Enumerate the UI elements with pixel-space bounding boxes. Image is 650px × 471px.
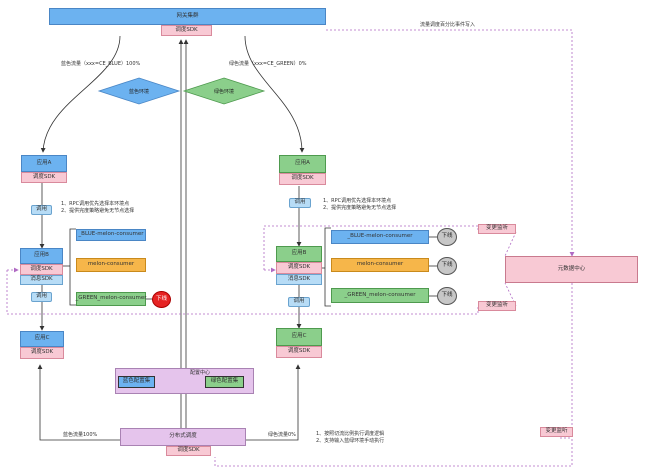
scheduler-note-2: 2、支持输入蓝绿环境手动执行 [316,437,385,444]
green-call-2-label: 调用 [293,298,305,305]
traffic-event-line [326,29,575,257]
blue-config-set[interactable]: 蓝色配置集 [118,376,155,388]
scheduler-sdk: 调度SDK [166,446,211,456]
green-env-label: 绿色环境 [214,89,235,95]
change-listen-2-label: 变更监听 [485,302,508,309]
green-consumer-default-label: melon-consumer [356,261,404,268]
blue-offline-label: 下线 [155,295,167,302]
green-app-a: 应用A [279,155,326,173]
green-offline-label-1: 下线 [441,233,453,240]
green-app-c-sdk: 调度SDK [276,346,322,358]
blue-call-1-label: 调用 [35,206,47,213]
change-listen-2: 变更监听 [478,301,516,311]
blue-notes-1: 1、RPC调用优先选择本环境点 2、提供完度策略避免无节点选择 [61,201,134,215]
blue-app-a-sdk: 调度SDK [21,172,67,183]
blue-app-c-sdk-label: 调度SDK [30,349,54,356]
green-offline-button-2[interactable]: 下线 [437,257,457,275]
green-config-set[interactable]: 绿色配置集 [205,376,244,388]
blue-app-a-label: 应用A [36,159,52,166]
green-app-a-sdk: 调度SDK [279,173,326,185]
change-listen-3-label: 变更监听 [545,428,568,435]
config-center-title: 配置中心 [190,370,211,376]
green-msg-sdk: 消息SDK [276,274,322,285]
blue-consumer-green-label: _GREEN_melon-consumer [75,295,147,302]
green-notes-1: 1、RPC调用优先选择本环境点 2、提供完度策略避免无节点选择 [323,198,396,212]
blue-app-a-sdk-label: 调度SDK [32,173,56,180]
green-app-b-sdk-label: 调度SDK [287,264,311,271]
blue-app-c-label: 应用C [34,335,50,342]
blue-app-b-label: 应用B [34,252,49,259]
change-listen-1-label: 变更监听 [485,225,508,232]
blue-consumer-blue: _BLUE-melon-consumer [76,229,146,241]
green-call-2: 调用 [288,297,310,307]
green-consumer-green: _GREEN_melon-consumer [331,288,429,303]
blue-msg-sdk-label: 消息SDK [30,276,53,283]
scheduler-notes: 1、按照切流比例执行调度逻辑 2、支持输入蓝绿环境手动执行 [316,431,384,445]
green-msg-sdk-label: 消息SDK [287,275,311,282]
scheduler-title: 分布式调度 [169,433,197,440]
blue-traffic-label: 蓝色流量（xxx=CE_BLUE）100% [61,61,141,67]
blue-app-c-sdk: 调度SDK [20,347,64,359]
change-listen-1: 变更监听 [478,224,516,234]
blue-traffic-bottom-label: 蓝色流量100% [63,432,98,438]
blue-consumer-default-label: melon-consumer [87,261,135,268]
blue-consumer-blue-label: _BLUE-melon-consumer [78,231,144,238]
gateway-sdk: 调度SDK [161,25,212,36]
blue-app-c: 应用C [20,331,64,347]
green-consumer-green-label: _GREEN_melon-consumer [344,291,416,298]
blue-app-b-sdk-label: 调度SDK [30,265,53,272]
blue-call-1: 调用 [31,205,52,215]
green-offline-label-2: 下线 [441,262,453,269]
blue-call-2-label: 调用 [35,293,47,300]
blue-app-b: 应用B [20,248,63,264]
green-offline-label-3: 下线 [441,292,453,299]
green-offline-button-3[interactable]: 下线 [437,287,457,305]
green-app-b: 应用B [276,246,322,262]
blue-app-a: 应用A [21,155,67,172]
green-consumer-default: melon-consumer [331,258,429,272]
blue-env-diamond [97,77,181,105]
green-consumer-blue-label: _BLUE-melon-consumer [347,233,413,240]
green-app-b-sdk: 调度SDK [276,262,322,274]
blue-consumer-green: _GREEN_melon-consumer [75,292,147,306]
blue-note-1: 1、RPC调用优先选择本环境点 [61,201,130,207]
green-app-c-sdk-label: 调度SDK [287,348,311,355]
scheduler-sdk-label: 调度SDK [177,447,200,454]
gateway-cluster: 网关集群 [49,8,326,25]
blue-env-label: 蓝色环境 [129,89,150,95]
green-traffic-label: 绿色流量（xxx=CE_GREEN）0% [229,61,307,67]
blue-note-2: 2、提供完度策略避免无节点选择 [61,207,135,214]
green-app-c-label: 应用C [291,333,307,340]
green-config-set-label: 绿色配置集 [210,378,239,385]
blue-msg-sdk: 消息SDK [20,275,63,285]
blue-config-set-label: 蓝色配置集 [122,378,151,385]
metadata-center-label: 元数据中心 [557,265,586,272]
green-app-c: 应用C [276,328,322,346]
blue-offline-button[interactable]: 下线 [152,291,171,308]
traffic-event-label: 流量调度百分比事件写入 [420,22,476,28]
green-app-a-sdk-label: 调度SDK [291,175,314,182]
distributed-scheduler: 分布式调度 [120,428,246,446]
green-traffic-bottom-label: 绿色流量0% [268,432,296,438]
green-call-1: 调用 [289,198,311,208]
scheduler-note-1: 1、按照切流比例执行调度逻辑 [316,431,385,437]
blue-app-b-sdk: 调度SDK [20,264,63,275]
green-app-a-label: 应用A [295,160,310,167]
blue-traffic-arrow [40,35,121,153]
green-traffic-arrow [244,35,305,153]
green-app-b-label: 应用B [291,250,307,257]
blue-consumer-default: melon-consumer [76,258,146,272]
green-note-1: 1、RPC调用优先选择本环境点 [323,198,392,204]
blue-call-2: 调用 [31,292,52,302]
green-env-diamond [182,77,266,105]
green-note-2: 2、提供完度策略避免无节点选择 [323,204,397,211]
change-listen-3: 变更监听 [540,427,573,437]
green-consumer-blue: _BLUE-melon-consumer [331,230,429,244]
gateway-title: 网关集群 [176,12,199,19]
gateway-sdk-label: 调度SDK [175,26,198,33]
green-offline-button-1[interactable]: 下线 [437,228,457,246]
metadata-center: 元数据中心 [505,256,638,283]
green-call-1-label: 调用 [294,199,306,206]
